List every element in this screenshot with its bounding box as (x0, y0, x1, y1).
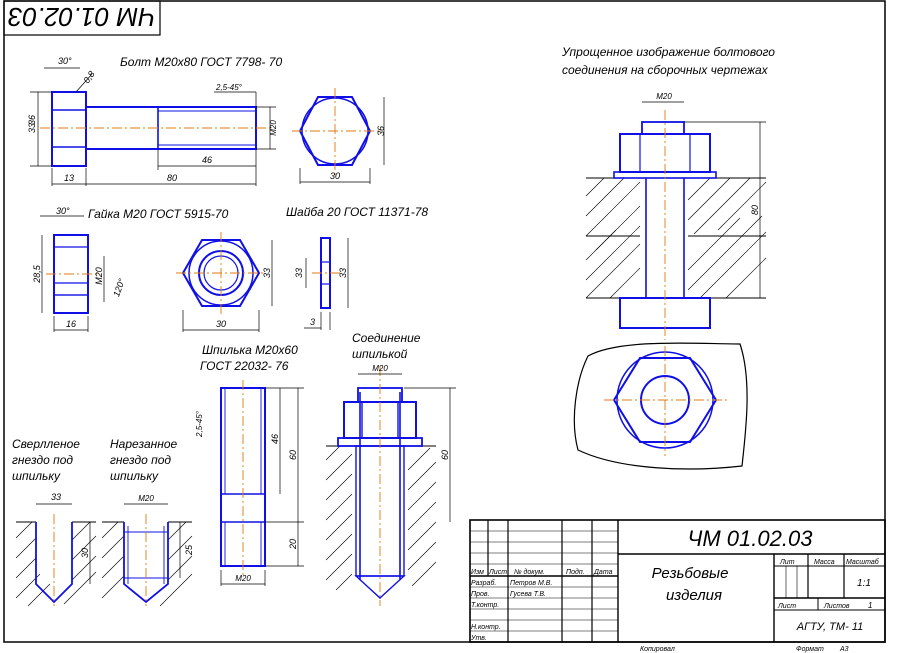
hole-d: 33 (51, 492, 61, 502)
conn-title-2: шпилькой (352, 347, 408, 361)
tb-massa: Масса (814, 559, 835, 566)
tb-row-razrab: Разраб. (471, 579, 496, 587)
washer-d2: 33 (338, 268, 348, 278)
tb-format-val: А3 (839, 646, 849, 653)
nut-title: Гайка М20 ГОСТ 5915-70 (88, 207, 229, 221)
bolt-title: Болт М20х80 ГОСТ 7798- 70 (120, 55, 282, 69)
tb-org: АГТУ, ТМ- 11 (796, 621, 863, 633)
nut-m: М20 (94, 267, 104, 285)
asm-80: 80 (750, 205, 760, 215)
nut-thread-angle: 120° (111, 277, 127, 298)
threaded-title-1: Нарезанное (110, 437, 178, 451)
bolt-thread-len: 46 (202, 155, 212, 165)
simplified-title-1: Упрощенное изображение болтового (561, 45, 775, 59)
nut-s: 30 (216, 319, 226, 329)
tb-lit: Лит (779, 559, 795, 566)
bolt-head-h: 13 (64, 173, 74, 183)
stud-drawing: Шпилька М20х60 ГОСТ 22032- 76 2,5-45° 46… (195, 343, 304, 586)
bolt-len: 80 (167, 173, 177, 183)
stud-m: М20 (235, 574, 251, 583)
tb-listov-n: 1 (868, 601, 872, 610)
tb-listov: Листов (823, 603, 850, 610)
bolt-d2: 36 (27, 115, 37, 125)
tb-col-sign: Подп. (566, 568, 585, 576)
stud-46: 46 (270, 434, 280, 444)
stamp-code: ЧМ 01.02.03 (8, 2, 156, 32)
tb-name-2: изделия (666, 587, 722, 604)
tb-masshtab: Масштаб (846, 558, 880, 566)
simplified-title-2: соединения на сборочных чертежах (562, 63, 769, 77)
washer-title: Шайба 20 ГОСТ 11371-78 (286, 205, 428, 219)
tb-razrab-name: Петров М.В. (510, 580, 552, 587)
washer-t: 3 (310, 317, 315, 327)
bolt-end-d: 36 (376, 126, 386, 136)
tb-col-date: Дата (593, 569, 613, 576)
sheet-frame (3, 0, 886, 643)
stud-60: 60 (288, 450, 298, 460)
washer-d: 33 (294, 268, 304, 278)
bolt-r: 0,8 (81, 69, 96, 85)
tb-col-doc: № докум. (514, 568, 545, 576)
title-block: ЧМ 01.02.03 Резьбовые изделия Изм Лист №… (469, 519, 886, 653)
hole-30: 30 (80, 548, 90, 558)
nut-drawing: Гайка М20 ГОСТ 5915-70 30° 28,5 16 М20 1… (32, 206, 273, 332)
nut-angle: 30° (56, 206, 70, 216)
tb-scale: 1:1 (857, 578, 871, 589)
simplified-assembly-drawing: Упрощенное изображение болтового соедине… (561, 45, 775, 470)
tb-col-izm: Изм (471, 569, 484, 576)
asm-m: М20 (656, 92, 672, 101)
conn-m: М20 (372, 364, 388, 373)
tb-kopiroval: Копировал (640, 646, 675, 653)
thr-m: М20 (138, 494, 154, 503)
tb-col-list: Лист (488, 569, 507, 576)
drilled-title-1: Сверлленое (12, 437, 80, 451)
tb-row-prov: Пров. (471, 591, 490, 598)
washer-drawing: Шайба 20 ГОСТ 11371-78 33 33 3 (286, 205, 428, 330)
tb-row-nkontr: Н.контр. (471, 624, 501, 631)
stud-title-2: ГОСТ 22032- 76 (200, 359, 289, 373)
nut-d: 33 (262, 268, 272, 278)
tb-code: ЧМ 01.02.03 (688, 526, 814, 551)
conn-title-1: Соединение (352, 331, 421, 345)
stud-chamfer: 2,5-45° (195, 410, 204, 438)
drilled-title-2: гнездо под (12, 453, 73, 467)
bolt-angle: 30° (58, 56, 72, 66)
threaded-title-3: шпильку (110, 469, 159, 483)
stud-title-1: Шпилька М20х60 (202, 343, 298, 357)
bolt-d1: 33 (27, 123, 37, 133)
nut-w: 16 (66, 319, 76, 329)
nut-h: 28,5 (32, 264, 42, 284)
thr-25: 25 (184, 544, 194, 556)
tb-prov-name: Гусева Т.В. (510, 591, 546, 598)
threaded-title-2: гнездо под (110, 453, 171, 467)
tb-list: Лист (777, 603, 796, 610)
tb-row-tkontr: Т.контр. (471, 602, 499, 609)
bolt-drawing: Болт М20х80 ГОСТ 7798- 70 46 80 13 33 36… (27, 55, 386, 186)
tb-row-utv: Утв. (470, 635, 487, 642)
bolt-m: М20 (269, 120, 278, 136)
bolt-chamfer: 2,5-45° (215, 83, 243, 92)
drilled-hole-drawing: Сверлленое гнездо под шпильку 33 30 (12, 437, 97, 607)
conn-60: 60 (440, 450, 450, 460)
drilled-title-3: шпильку (12, 469, 61, 483)
stud-connection-drawing: Соединение шпилькой М20 (325, 331, 456, 606)
bolt-s-across: 30 (330, 171, 340, 181)
threaded-hole-drawing: Нарезанное гнездо под шпильку М20 25 (101, 437, 194, 607)
stamp-code-box: ЧМ 01.02.03 (3, 0, 161, 36)
tb-name-1: Резьбовые (652, 565, 729, 582)
stud-20: 20 (288, 539, 298, 550)
tb-format: Формат (796, 646, 824, 653)
